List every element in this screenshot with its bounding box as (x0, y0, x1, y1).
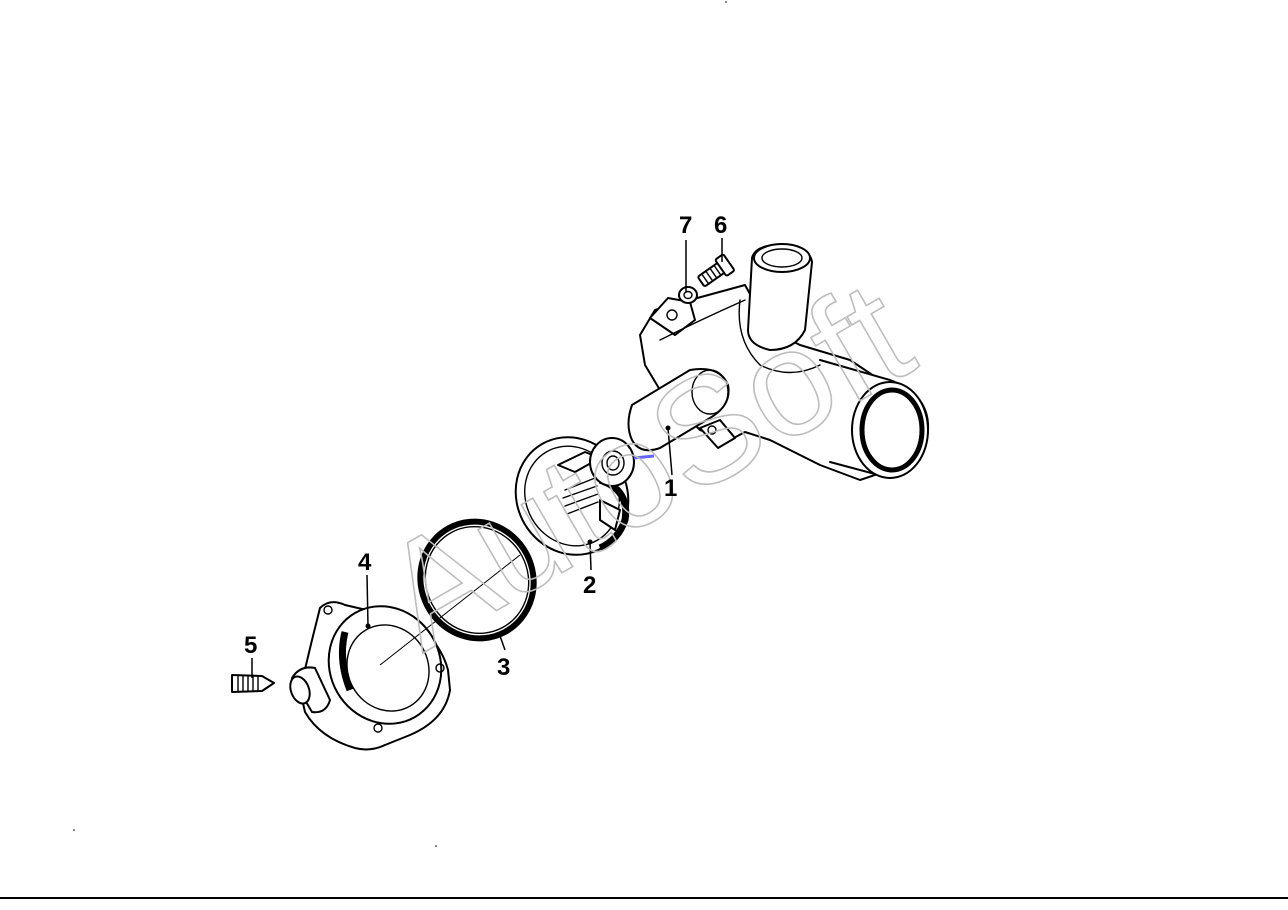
callout-6: 6 (714, 212, 727, 239)
thermostat (514, 436, 655, 556)
scan-specks (73, 1, 727, 847)
callout-3: 3 (497, 654, 510, 681)
bottom-rule (0, 897, 1288, 899)
callout-7: 7 (679, 212, 692, 239)
callout-1: 1 (664, 475, 677, 502)
bleed-screw (231, 674, 275, 693)
washer (678, 286, 698, 304)
callout-labels: 1 2 3 4 5 6 7 (244, 212, 727, 681)
assembly-axis (379, 554, 521, 666)
thermostat-housing (627, 243, 930, 481)
o-ring-gasket (417, 518, 537, 642)
leader-lines (251, 238, 723, 678)
callout-2: 2 (583, 572, 596, 599)
hex-bolt (697, 253, 735, 287)
callout-4: 4 (358, 549, 372, 576)
callout-5: 5 (244, 632, 257, 659)
